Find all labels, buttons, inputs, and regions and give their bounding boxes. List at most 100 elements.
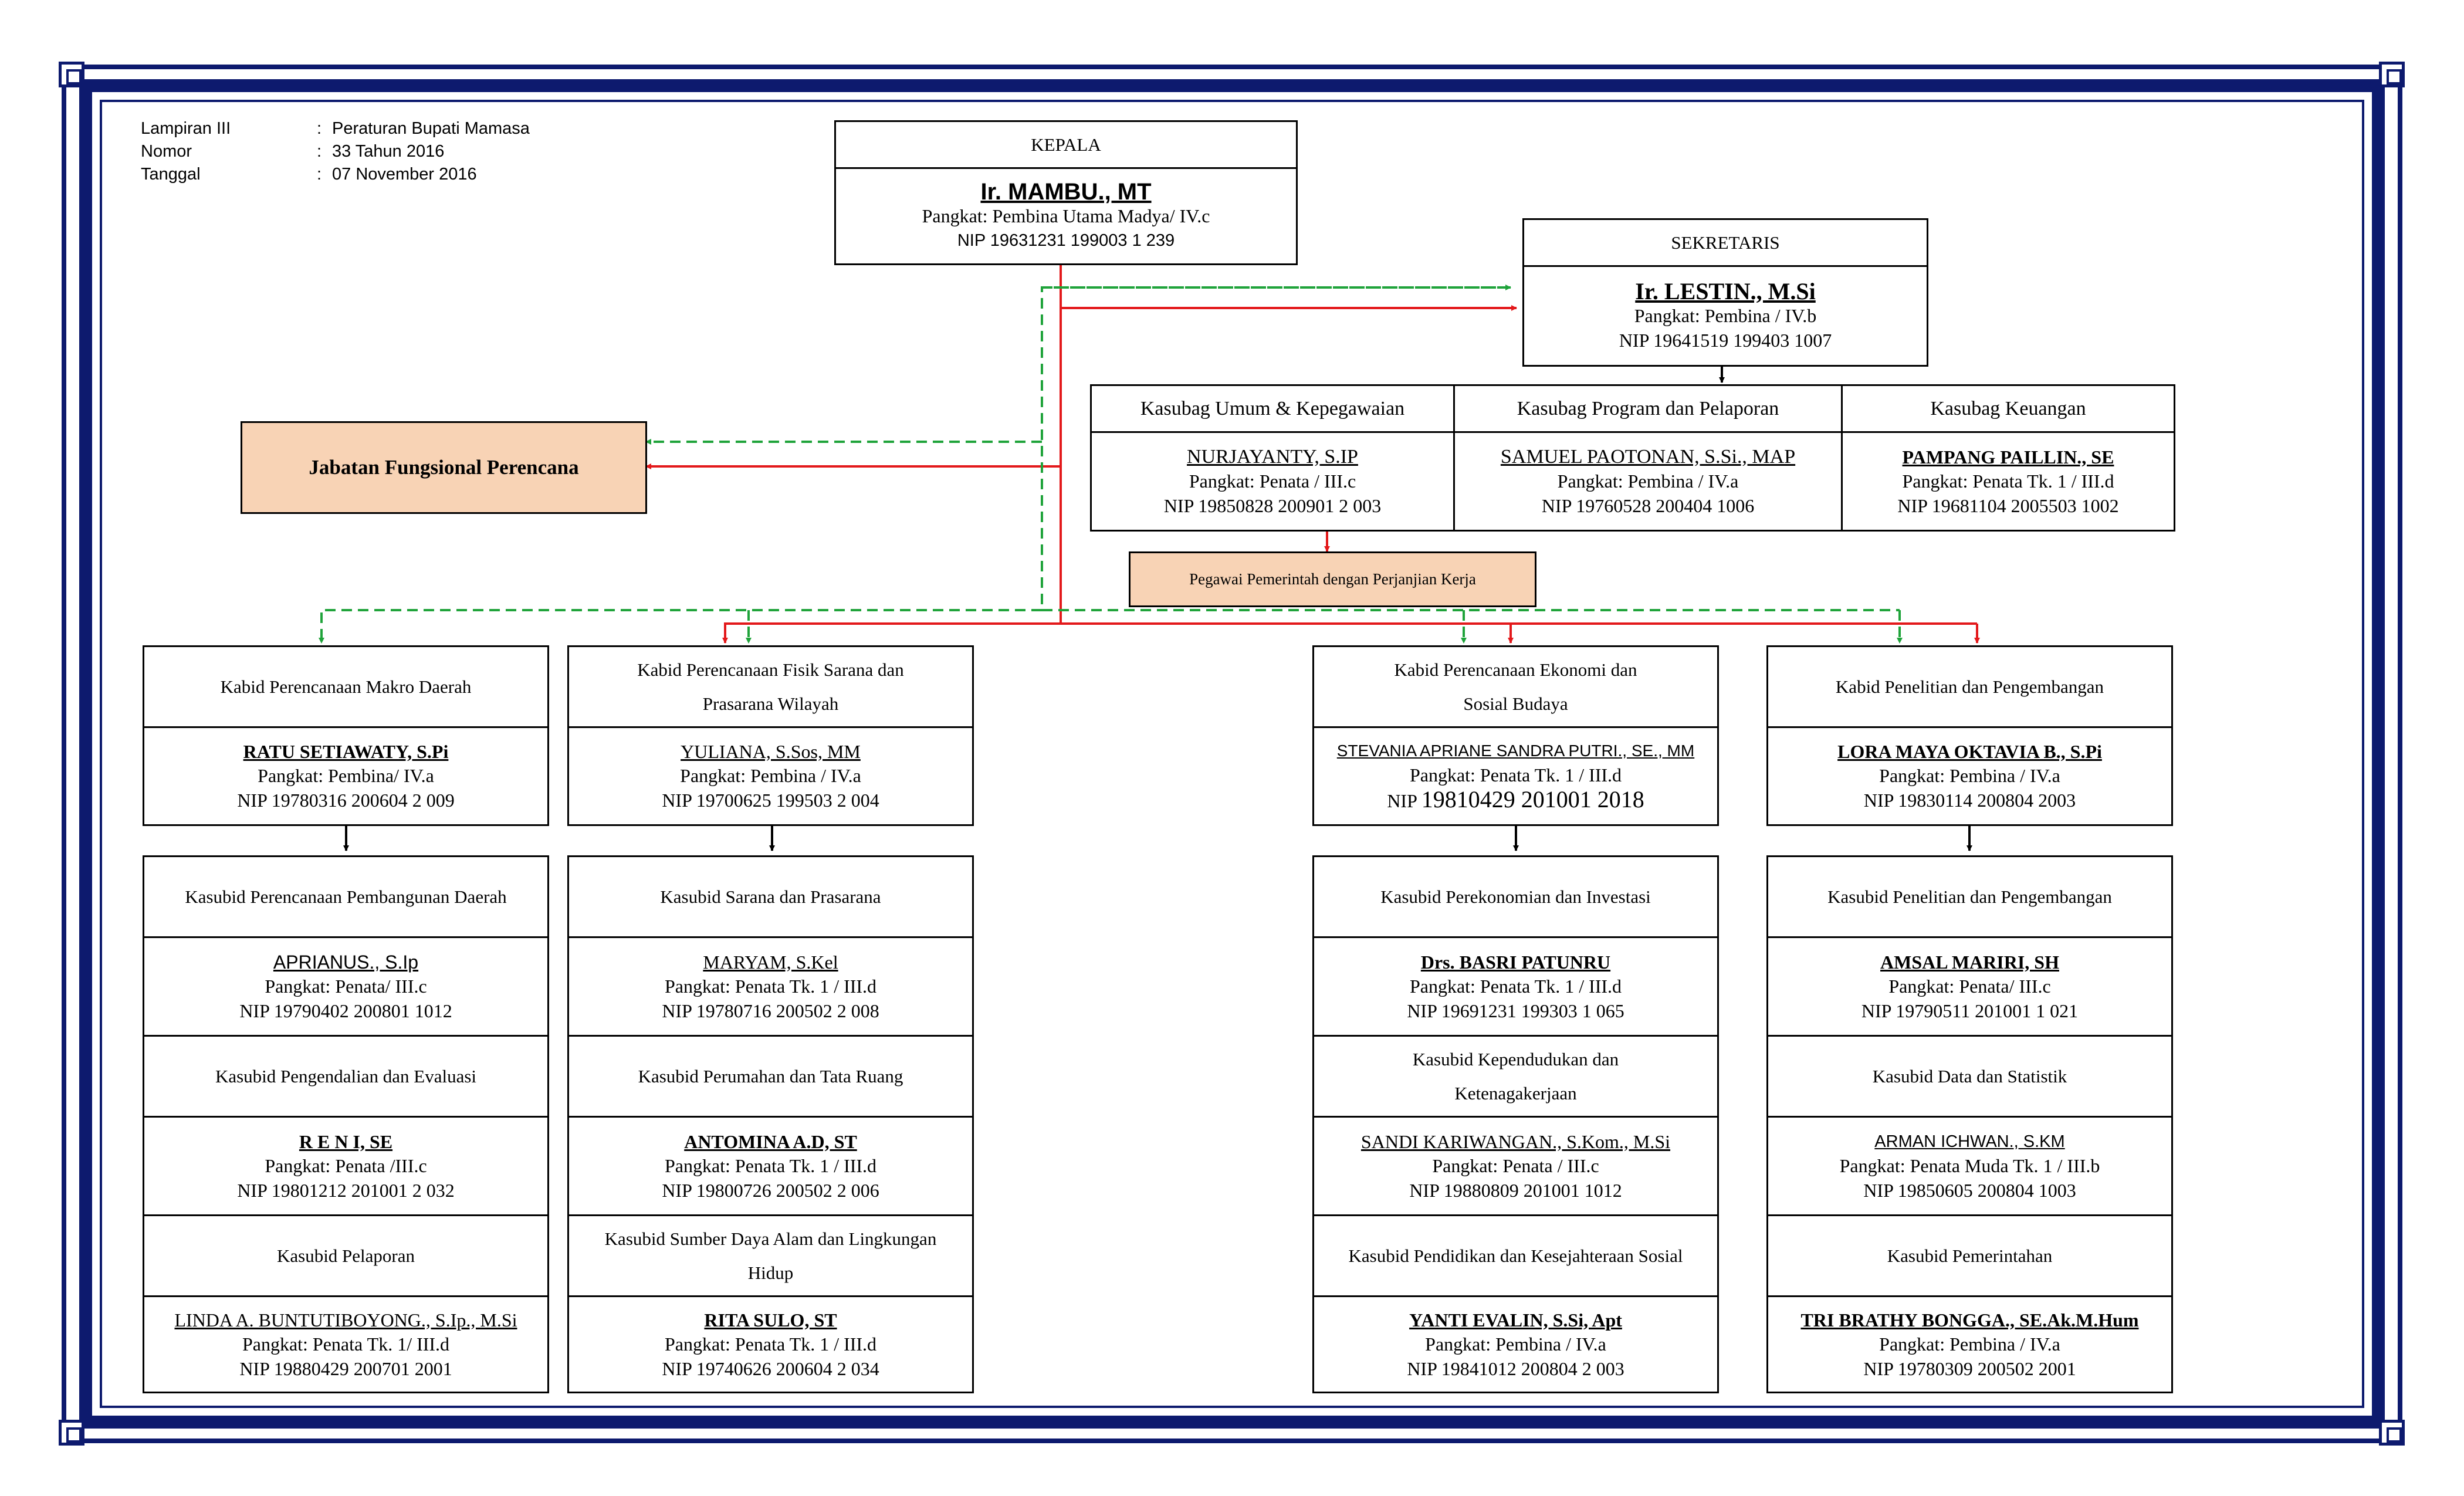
kasubag-title: Kasubag Keuangan (1843, 386, 2174, 433)
kasubid-rank: Pangkat: Penata Tk. 1 / III.d (664, 1333, 877, 1355)
header-key: Lampiran III (141, 119, 231, 138)
kasubid-name: Drs. BASRI PATUNRU (1420, 951, 1611, 973)
kasubid-rank: Pangkat: Penata Tk. 1 / III.d (664, 975, 877, 997)
kasubid-name: YANTI EVALIN, S.Si, Apt (1409, 1309, 1622, 1331)
kabid-name: STEVANIA APRIANE SANDRA PUTRI., SE., MM (1336, 742, 1695, 760)
corner-ornament-bottom-right (2379, 1420, 2405, 1446)
kasubid-rank: Pangkat: Penata /III.c (265, 1155, 427, 1176)
kasubag-rank: Pangkat: Penata / III.c (1189, 470, 1356, 492)
kasubag-name: PAMPANG PAILLIN., SE (1902, 446, 2114, 468)
kasubag-title: Kasubag Program dan Pelaporan (1455, 386, 1841, 433)
kasubid-title: Kasubid Data dan Statistik (1768, 1037, 2171, 1118)
kasubid-name: AMSAL MARIRI, SH (1880, 951, 2059, 973)
kasubid-name: RITA SULO, ST (704, 1309, 837, 1331)
kasubid-title: Kasubid Sumber Daya Alam dan Lingkungan … (569, 1216, 972, 1297)
kasubid-details: YANTI EVALIN, S.Si, Apt Pangkat: Pembina… (1314, 1297, 1717, 1392)
kasubid-column: Kasubid Perencanaan Pembangunan Daerah A… (143, 855, 549, 1393)
kasubag-nip: NIP 19850828 200901 2 003 (1163, 495, 1382, 516)
kasubid-name: ARMAN ICHWAN., S.KM (1874, 1132, 2065, 1151)
kabid-title: Kabid Perencanaan Ekonomi dan Sosial Bud… (1314, 647, 1717, 728)
kabid-nip: NIP 19780316 200604 2 009 (237, 790, 455, 811)
kepala-box: KEPALA Ir. MAMBU., MT Pangkat: Pembina U… (834, 120, 1298, 265)
header-value: 33 Tahun 2016 (332, 142, 445, 161)
kasubid-title: Kasubid Kependudukan dan Ketenagakerjaan (1314, 1037, 1717, 1118)
kasubid-nip: NIP 19790511 201001 1 021 (1861, 1000, 2079, 1021)
kasubid-details: LINDA A. BUNTUTIBOYONG., S.Ip., M.Si Pan… (144, 1297, 547, 1392)
kasubid-details: APRIANUS., S.Ip Pangkat: Penata/ III.c N… (144, 938, 547, 1037)
kasubid-column: Kasubid Penelitian dan Pengembangan AMSA… (1766, 855, 2173, 1393)
kasubid-name: MARYAM, S.Kel (703, 951, 838, 973)
kasubag-details: PAMPANG PAILLIN., SE Pangkat: Penata Tk.… (1843, 433, 2174, 530)
kasubid-name: LINDA A. BUNTUTIBOYONG., S.Ip., M.Si (174, 1309, 517, 1331)
kabid-title: Kabid Perencanaan Makro Daerah (144, 647, 547, 728)
header-row: Lampiran III:Peraturan Bupati Mamasa (141, 117, 530, 140)
kabid-nip-prefix: NIP (1387, 790, 1421, 811)
pppk-label: Pegawai Pemerintah dengan Perjanjian Ker… (1189, 570, 1476, 588)
kasubid-nip: NIP 19790402 200801 1012 (239, 1000, 452, 1021)
frame-band (79, 79, 2385, 1429)
kasubid-rank: Pangkat: Penata/ III.c (1888, 975, 2051, 997)
kasubid-name: TRI BRATHY BONGGA., SE.Ak.M.Hum (1800, 1309, 2139, 1331)
kabid-details: RATU SETIAWATY, S.Pi Pangkat: Pembina/ I… (144, 728, 547, 824)
kasubid-details: AMSAL MARIRI, SH Pangkat: Penata/ III.c … (1768, 938, 2171, 1037)
coordination-lines (319, 285, 1903, 644)
kasubid-rank: Pangkat: Pembina / IV.a (1879, 1333, 2060, 1355)
sekretaris-nip: NIP 19641519 199403 1007 (1619, 329, 1832, 351)
kasubid-title: Kasubid Pelaporan (144, 1216, 547, 1297)
kasubid-name: APRIANUS., S.Ip (273, 951, 419, 973)
kabid-nip: NIP 19830114 200804 2003 (1863, 790, 2076, 811)
kabid-title: Kabid Perencanaan Fisik Sarana dan Prasa… (569, 647, 972, 728)
sekretaris-name: Ir. LESTIN., M.Si (1635, 277, 1816, 304)
kasubid-details: ANTOMINA A.D, ST Pangkat: Penata Tk. 1 /… (569, 1118, 972, 1216)
kabid-box: Kabid Perencanaan Makro Daerah RATU SETI… (143, 645, 549, 826)
kasubag-nip: NIP 19760528 200404 1006 (1541, 495, 1755, 516)
kasubid-nip: NIP 19801212 201001 2 032 (237, 1179, 455, 1201)
outer-frame (62, 65, 2402, 1443)
command-lines (645, 265, 1980, 644)
kabid-nip-line: NIP 19810429 201001 2018 (1387, 787, 1644, 813)
kepala-details: Ir. MAMBU., MT Pangkat: Pembina Utama Ma… (836, 169, 1296, 263)
kabid-box: Kabid Perencanaan Fisik Sarana dan Prasa… (567, 645, 974, 826)
kabid-name: RATU SETIAWATY, S.Pi (243, 741, 449, 762)
document-header: Lampiran III:Peraturan Bupati Mamasa Nom… (141, 117, 530, 186)
kasubag-keuangan-box: Kasubag Keuangan PAMPANG PAILLIN., SE Pa… (1841, 384, 2175, 532)
kasubid-nip: NIP 19880809 201001 1012 (1409, 1179, 1622, 1201)
kasubid-title: Kasubid Pemerintahan (1768, 1216, 2171, 1297)
sekretaris-title: SEKRETARIS (1524, 220, 1927, 267)
kabid-box: Kabid Penelitian dan Pengembangan LORA M… (1766, 645, 2173, 826)
kepala-rank: Pangkat: Pembina Utama Madya/ IV.c (922, 205, 1210, 226)
inner-frame (100, 100, 2364, 1408)
kasubag-details: NURJAYANTY, S.IP Pangkat: Penata / III.c… (1092, 433, 1453, 530)
kabid-details: YULIANA, S.Sos, MM Pangkat: Pembina / IV… (569, 728, 972, 824)
kasubag-umum-box: Kasubag Umum & Kepegawaian NURJAYANTY, S… (1090, 384, 1455, 532)
pppk-box: Pegawai Pemerintah dengan Perjanjian Ker… (1129, 551, 1536, 607)
kasubid-details: MARYAM, S.Kel Pangkat: Penata Tk. 1 / II… (569, 938, 972, 1037)
sekretaris-rank: Pangkat: Pembina / IV.b (1634, 304, 1817, 326)
header-sep: : (317, 165, 322, 184)
kasubid-rank: Pangkat: Penata Tk. 1 / III.d (1409, 975, 1622, 997)
kasubid-rank: Pangkat: Penata / III.c (1432, 1155, 1599, 1176)
kabid-name: LORA MAYA OKTAVIA B., S.Pi (1837, 741, 2102, 762)
kasubag-rank: Pangkat: Penata Tk. 1 / III.d (1902, 470, 2114, 492)
kepala-title: KEPALA (836, 122, 1296, 169)
kasubid-nip: NIP 19800726 200502 2 006 (662, 1179, 879, 1201)
kasubid-title: Kasubid Penelitian dan Pengembangan (1768, 857, 2171, 938)
sekretaris-box: SEKRETARIS Ir. LESTIN., M.Si Pangkat: Pe… (1522, 218, 1928, 367)
kasubid-rank: Pangkat: Pembina / IV.a (1425, 1333, 1606, 1355)
kabid-rank: Pangkat: Penata Tk. 1 / III.d (1409, 764, 1622, 786)
sekretaris-details: Ir. LESTIN., M.Si Pangkat: Pembina / IV.… (1524, 267, 1927, 365)
kasubid-details: TRI BRATHY BONGGA., SE.Ak.M.Hum Pangkat:… (1768, 1297, 2171, 1392)
jabatan-fungsional-label: Jabatan Fungsional Perencana (309, 456, 579, 479)
kasubid-rank: Pangkat: Penata Muda Tk. 1 / III.b (1839, 1155, 2100, 1176)
kasubid-title: Kasubid Pendidikan dan Kesejahteraan Sos… (1314, 1216, 1717, 1297)
kasubid-rank: Pangkat: Penata/ III.c (265, 975, 427, 997)
kasubag-nip: NIP 19681104 2005503 1002 (1897, 495, 2119, 516)
corner-ornament-bottom-left (59, 1420, 84, 1446)
header-value: 07 November 2016 (332, 165, 477, 184)
kabid-rank: Pangkat: Pembina/ IV.a (258, 765, 434, 786)
jabatan-fungsional-box: Jabatan Fungsional Perencana (241, 421, 647, 514)
kasubid-nip: NIP 19780309 200502 2001 (1863, 1358, 2076, 1379)
kasubid-title: Kasubid Perumahan dan Tata Ruang (569, 1037, 972, 1118)
kasubid-nip: NIP 19880429 200701 2001 (239, 1358, 452, 1379)
